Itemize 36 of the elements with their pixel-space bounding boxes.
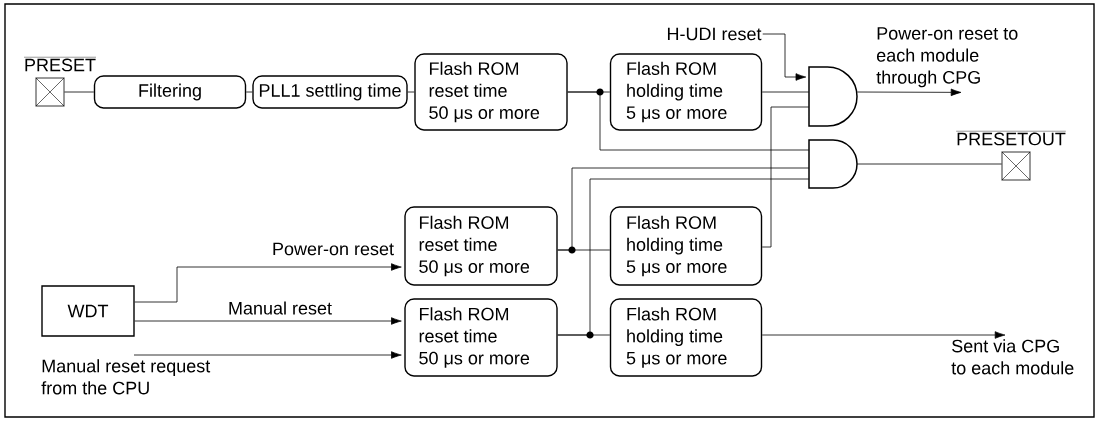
process-box: Flash ROM reset time 50 μs or more [414,53,568,131]
connector [761,91,810,93]
process-box: Flash ROM holding time 5 μs or more [609,206,763,286]
connector [557,167,810,251]
signal-label: Sent via CPG to each module [951,339,1074,375]
signal-label: Power-on reset to each module through CPG [876,27,1018,88]
connector [557,178,810,336]
edge-label: Power-on reset [271,241,396,257]
external-pin: PRESETOUT [955,131,1067,181]
signal-label: H-UDI reset [668,27,762,41]
process-box: Flash ROM holding time 5 μs or more [609,298,763,377]
external-pin: PRESET [23,57,97,107]
connector [856,88,962,97]
node-label: PRESET [25,58,96,72]
connector [134,263,402,303]
connector [64,91,95,93]
process-box: PLL1 settling time [252,75,408,109]
connector [133,351,402,359]
edge-label: Manual reset [227,300,334,316]
signal-label: Manual reset request from the CPU [41,359,211,395]
connector [407,91,415,93]
connector [856,163,1002,165]
connector [245,91,253,93]
connector [762,33,807,81]
process-box: Filtering [93,75,247,109]
process-box: Flash ROM reset time 50 μs or more [404,206,558,286]
connector [761,106,810,248]
process-box: Flash ROM holding time 5 μs or more [609,53,763,131]
connector [134,317,402,325]
connector [567,91,810,151]
and-gate [808,139,858,189]
node-label: PRESETOUT [957,132,1066,146]
connector [761,331,1006,339]
process-box: WDT [41,285,135,337]
and-gate [808,66,858,127]
process-box: Flash ROM reset time 50 μs or more [404,298,558,377]
